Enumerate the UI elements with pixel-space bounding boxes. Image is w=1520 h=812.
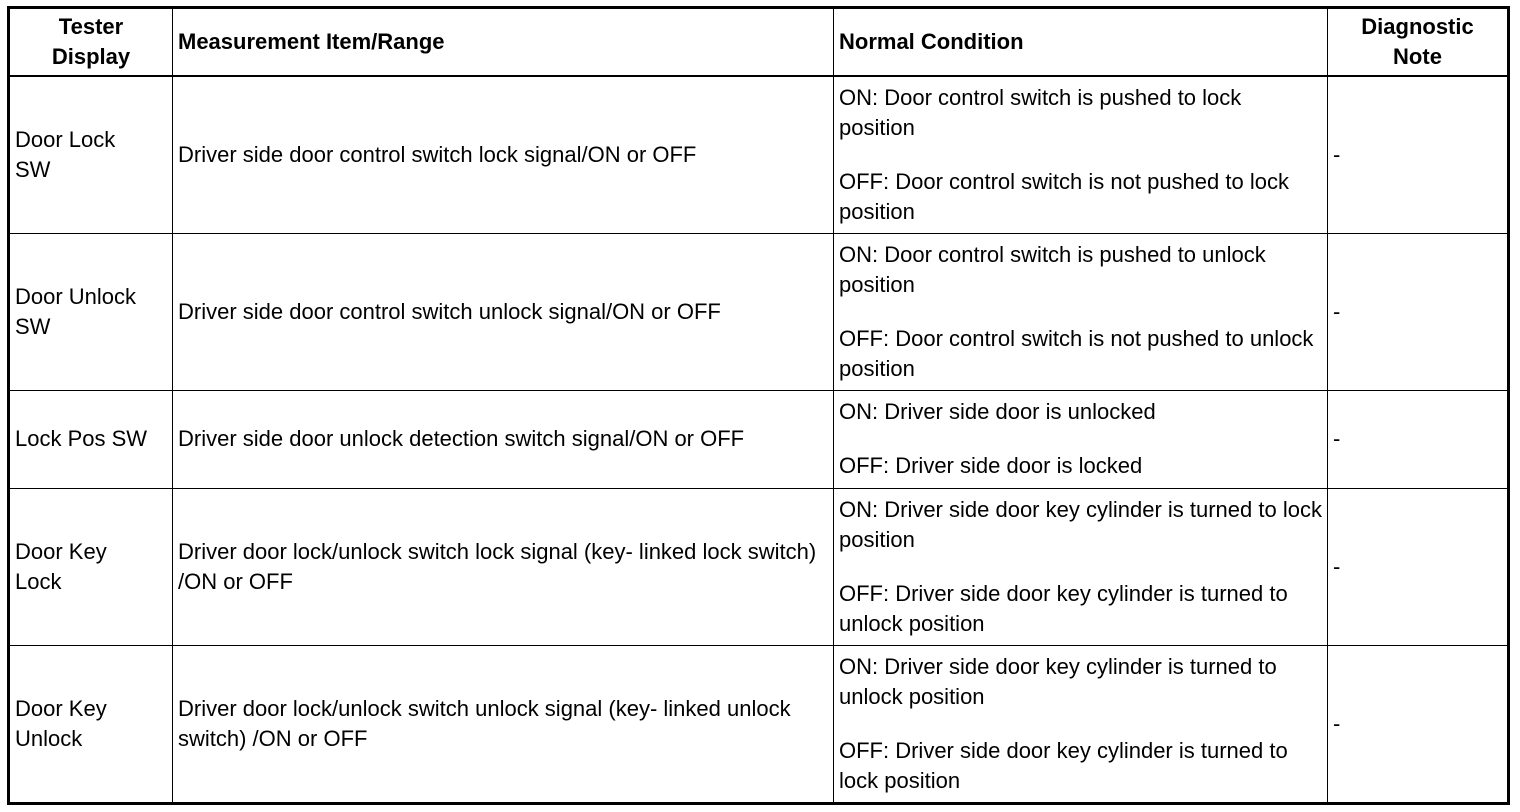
header-normal-condition-label: Normal Condition <box>839 29 1024 54</box>
measurement-item-cell: Driver side door control switch unlock s… <box>172 233 834 392</box>
condition-on-text: ON: Driver side door key cylinder is tur… <box>839 653 1277 709</box>
tester-display-cell: Door Lock SW <box>8 75 173 235</box>
measurement-item-text: Driver side door unlock detection switch… <box>178 426 745 452</box>
measurement-item-text: Driver side door control switch lock sig… <box>178 142 697 168</box>
normal-condition-cell: ON: Driver side door key cylinder is tur… <box>833 644 1328 805</box>
table-row: Door Unlock SW Driver side door control … <box>8 233 1509 392</box>
condition-off-text: OFF: Driver side door key cylinder is tu… <box>839 580 1288 636</box>
header-tester-display-label: Tester Display <box>51 14 131 69</box>
tester-display-text: Lock Pos SW <box>15 426 148 452</box>
diagnostic-note-cell: - <box>1327 644 1509 805</box>
header-tester-display: Tester Display <box>8 7 173 77</box>
tester-display-text: Door Key Lock <box>15 538 107 594</box>
header-measurement-item-label: Measurement Item/Range <box>178 29 445 54</box>
diagnostic-note-cell: - <box>1327 75 1509 235</box>
tester-display-cell: Door Key Lock <box>8 487 173 646</box>
diagnostic-note-text: - <box>1333 710 1341 736</box>
measurement-item-cell: Driver door lock/unlock switch unlock si… <box>172 644 834 805</box>
table-row: Door Lock SW Driver side door control sw… <box>8 75 1509 235</box>
tester-display-cell: Lock Pos SW <box>8 390 173 489</box>
measurement-item-cell: Driver door lock/unlock switch lock sign… <box>172 487 834 646</box>
header-measurement-item: Measurement Item/Range <box>172 7 834 77</box>
tester-display-cell: Door Key Unlock <box>8 644 173 805</box>
condition-on-text: ON: Door control switch is pushed to unl… <box>839 242 1266 298</box>
header-diagnostic-note: Diagnostic Note <box>1327 7 1509 77</box>
tester-display-text: Door Key Unlock <box>15 695 107 751</box>
diagnostic-note-cell: - <box>1327 233 1509 392</box>
table-row: Lock Pos SW Driver side door unlock dete… <box>8 390 1509 489</box>
diagnostic-note-text: - <box>1333 553 1341 579</box>
condition-off-text: OFF: Door control switch is not pushed t… <box>839 326 1314 382</box>
tester-display-text: Door Unlock SW <box>15 284 137 340</box>
normal-condition-cell: ON: Driver side door key cylinder is tur… <box>833 487 1328 646</box>
header-row: Tester Display Measurement Item/Range No… <box>8 7 1509 77</box>
data-list-table: Tester Display Measurement Item/Range No… <box>7 6 1510 805</box>
measurement-item-text: Driver side door control switch unlock s… <box>178 299 721 325</box>
measurement-item-cell: Driver side door unlock detection switch… <box>172 390 834 489</box>
tester-display-cell: Door Unlock SW <box>8 233 173 392</box>
condition-on-text: ON: Door control switch is pushed to loc… <box>839 85 1242 141</box>
diagnostic-note-text: - <box>1333 299 1341 325</box>
normal-condition-cell: ON: Door control switch is pushed to unl… <box>833 233 1328 392</box>
measurement-item-text: Driver door lock/unlock switch lock sign… <box>178 538 817 594</box>
condition-off-text: OFF: Door control switch is not pushed t… <box>839 169 1289 225</box>
normal-condition-cell: ON: Driver side door is unlocked OFF: Dr… <box>833 390 1328 489</box>
diagnostic-note-cell: - <box>1327 487 1509 646</box>
table-row: Door Key Unlock Driver door lock/unlock … <box>8 644 1509 805</box>
measurement-item-cell: Driver side door control switch lock sig… <box>172 75 834 235</box>
tester-display-text: Door Lock SW <box>15 127 116 183</box>
diagnostic-note-cell: - <box>1327 390 1509 489</box>
condition-off-text: OFF: Driver side door is locked <box>839 453 1143 479</box>
condition-off-text: OFF: Driver side door key cylinder is tu… <box>839 737 1288 793</box>
measurement-item-text: Driver door lock/unlock switch unlock si… <box>178 695 791 751</box>
table-row: Door Key Lock Driver door lock/unlock sw… <box>8 487 1509 646</box>
diagnostic-note-text: - <box>1333 142 1341 168</box>
diagnostic-note-text: - <box>1333 426 1341 452</box>
header-diagnostic-note-label: Diagnostic Note <box>1361 14 1474 69</box>
condition-on-text: ON: Driver side door is unlocked <box>839 399 1156 425</box>
condition-on-text: ON: Driver side door key cylinder is tur… <box>839 496 1322 552</box>
normal-condition-cell: ON: Door control switch is pushed to loc… <box>833 75 1328 235</box>
header-normal-condition: Normal Condition <box>833 7 1328 77</box>
